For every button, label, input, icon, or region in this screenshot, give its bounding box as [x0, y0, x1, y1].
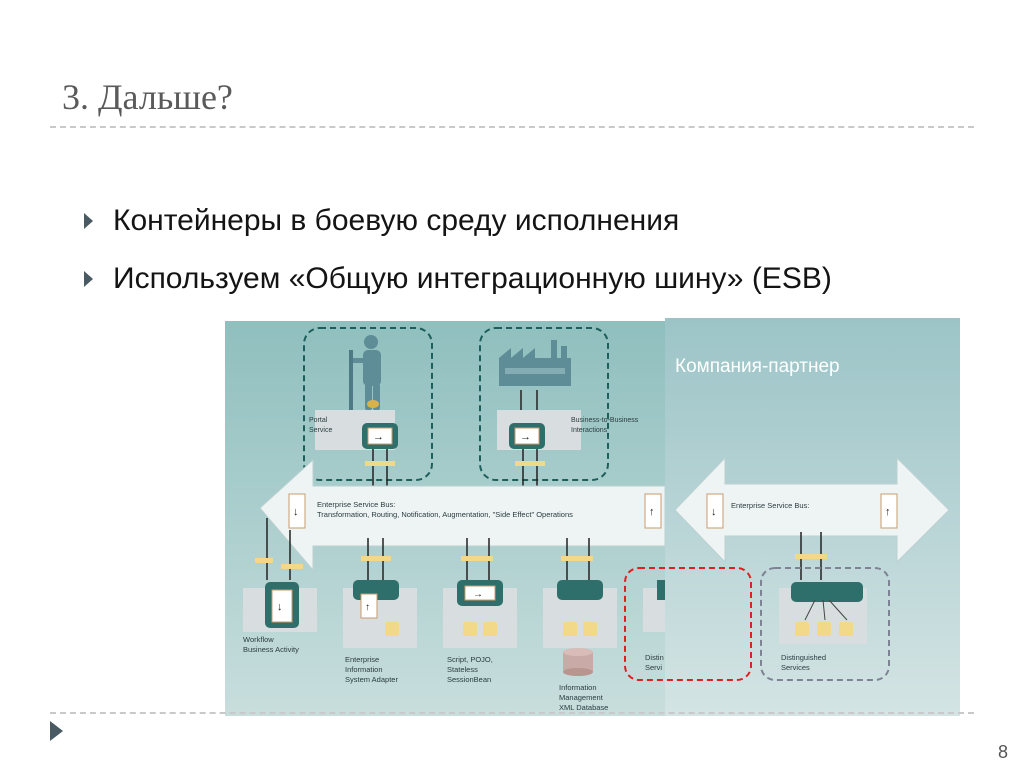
- footer-triangle-icon: [50, 721, 63, 741]
- script-label-1: Script, POJO,: [447, 655, 493, 664]
- portal-label-2: Service: [309, 427, 332, 434]
- distinguished-right-label-2: Services: [781, 663, 810, 672]
- left-bus-line1: Enterprise Service Bus:: [317, 500, 395, 509]
- svg-text:→: →: [373, 431, 384, 443]
- svg-text:Information: Information: [345, 665, 383, 674]
- bullet-item: Контейнеры в боевую среду исполнения: [84, 192, 832, 250]
- svg-text:Services: Services: [781, 663, 810, 672]
- svg-text:System Adapter: System Adapter: [345, 675, 398, 684]
- svg-text:XML Database: XML Database: [559, 703, 608, 712]
- svg-text:Interactions: Interactions: [571, 427, 608, 434]
- distinguished-right-container: [791, 582, 863, 602]
- b2b-label-1: Business-to-Business: [571, 417, 639, 424]
- info-label-3: XML Database: [559, 703, 608, 712]
- svg-text:↓: ↓: [711, 506, 717, 518]
- database-icon: [563, 648, 593, 676]
- eis-label-2: Information: [345, 665, 383, 674]
- svg-text:Business-to-Business: Business-to-Business: [571, 417, 639, 424]
- b2b-label-2: Interactions: [571, 427, 608, 434]
- bullet-list: Контейнеры в боевую среду исполнения Исп…: [84, 192, 832, 308]
- svg-text:Workflow: Workflow: [243, 635, 274, 644]
- svg-text:↓: ↓: [293, 506, 299, 518]
- svg-text:Service: Service: [309, 427, 332, 434]
- info-label-1: Information: [559, 683, 597, 692]
- svg-text:↓: ↓: [277, 601, 283, 613]
- triangle-bullet-icon: [84, 213, 93, 229]
- eis-yellow: [385, 622, 399, 636]
- workflow-label-2: Business Activity: [243, 645, 299, 654]
- svg-text:Transformation, Routing, Notif: Transformation, Routing, Notification, A…: [317, 510, 573, 519]
- title-divider: [50, 126, 974, 128]
- bullet-text: Используем «Общую интеграционную шину» (…: [113, 262, 832, 296]
- script-label-3: SessionBean: [447, 675, 491, 684]
- bullet-item: Используем «Общую интеграционную шину» (…: [84, 250, 832, 308]
- script-label-2: Stateless: [447, 665, 478, 674]
- workflow-label-1: Workflow: [243, 635, 274, 644]
- svg-text:Enterprise: Enterprise: [345, 655, 379, 664]
- svg-text:Portal: Portal: [309, 417, 328, 424]
- svg-text:SessionBean: SessionBean: [447, 675, 491, 684]
- partner-label: Компания-партнер: [675, 356, 840, 377]
- svg-text:Information: Information: [559, 683, 597, 692]
- svg-text:→: →: [520, 431, 531, 443]
- page-number: 8: [998, 742, 1008, 763]
- distinguished-left-label-1: Distin: [645, 653, 664, 662]
- triangle-bullet-icon: [84, 271, 93, 287]
- info-container: [557, 580, 603, 600]
- bullet-text: Контейнеры в боевую среду исполнения: [113, 204, 679, 238]
- svg-text:Stateless: Stateless: [447, 665, 478, 674]
- esb-diagram: Компания-партнер Portal Service → Busine…: [225, 318, 960, 716]
- portal-label-1: Portal: [309, 417, 328, 424]
- slide-title: 3. Дальше?: [62, 76, 233, 118]
- svg-text:Business Activity: Business Activity: [243, 645, 299, 654]
- left-bus-line2: Transformation, Routing, Notification, A…: [317, 510, 573, 519]
- footer-divider: [50, 712, 974, 714]
- svg-text:Distin: Distin: [645, 653, 664, 662]
- svg-text:Distinguished: Distinguished: [781, 653, 826, 662]
- svg-text:Enterprise Service Bus:: Enterprise Service Bus:: [731, 501, 809, 510]
- svg-text:→: →: [473, 589, 483, 600]
- info-label-2: Management: [559, 693, 604, 702]
- svg-text:Management: Management: [559, 693, 604, 702]
- eis-label-1: Enterprise: [345, 655, 379, 664]
- distinguished-right-label-1: Distinguished: [781, 653, 826, 662]
- svg-text:↑: ↑: [365, 602, 370, 613]
- svg-text:Enterprise Service Bus:: Enterprise Service Bus:: [317, 500, 395, 509]
- svg-text:Script, POJO,: Script, POJO,: [447, 655, 493, 664]
- eis-label-3: System Adapter: [345, 675, 398, 684]
- svg-text:↑: ↑: [649, 506, 655, 518]
- svg-text:↑: ↑: [885, 506, 891, 518]
- svg-text:Servi: Servi: [645, 663, 662, 672]
- right-bus-line1: Enterprise Service Bus:: [731, 501, 809, 510]
- distinguished-left-label-2: Servi: [645, 663, 662, 672]
